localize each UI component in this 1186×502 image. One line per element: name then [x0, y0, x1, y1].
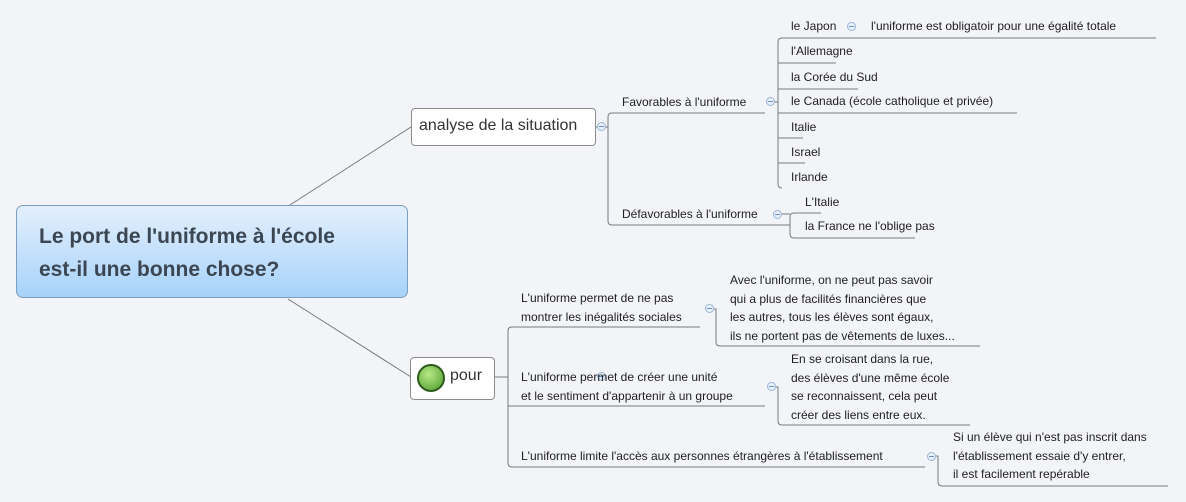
topic-japon-note[interactable]: l'uniforme est obligatoir pour une égali…: [871, 19, 1117, 33]
detail-line: En se croisant dans la rue,: [791, 352, 934, 366]
topic-country[interactable]: le Japon: [791, 19, 837, 33]
topic-analyse-label: analyse de la situation: [419, 117, 578, 134]
topic-country[interactable]: Israel: [791, 145, 821, 159]
topic-argument-detail[interactable]: Avec l'uniforme, on ne peut pas savoir q…: [730, 271, 955, 345]
detail-line: il est facilement repérable: [953, 467, 1090, 481]
collapse-icon[interactable]: [927, 452, 936, 461]
topic-country[interactable]: la France ne l'oblige pas: [805, 219, 935, 233]
topic-country[interactable]: la Corée du Sud: [791, 70, 878, 84]
topic-analyse[interactable]: analyse de la situation: [411, 108, 596, 146]
collapse-icon[interactable]: [597, 122, 606, 131]
topic-argument-detail[interactable]: En se croisant dans la rue, des élèves d…: [791, 350, 949, 424]
detail-line: se reconnaissent, cela peut: [791, 389, 938, 403]
topic-pour-label: pour: [450, 367, 483, 384]
detail-line: créer des liens entre eux.: [791, 407, 926, 422]
topic-argument-detail[interactable]: Si un élève qui n'est pas inscrit dans l…: [953, 428, 1147, 484]
topic-argument[interactable]: L'uniforme limite l'accès aux personnes …: [521, 447, 883, 466]
topic-defavorables[interactable]: Défavorables à l'uniforme: [622, 207, 758, 221]
collapse-icon[interactable]: [705, 304, 714, 313]
collapse-icon[interactable]: [766, 97, 775, 106]
smiley-icon: [417, 364, 445, 392]
detail-line: Si un élève qui n'est pas inscrit dans: [953, 430, 1147, 444]
collapse-icon[interactable]: [847, 22, 856, 31]
detail-line: ils ne portent pas de vêtements de luxes…: [730, 328, 955, 343]
collapse-icon[interactable]: [767, 382, 776, 391]
detail-line: l'établissement essaie d'y entrer,: [953, 448, 1126, 463]
central-topic[interactable]: Le port de l'uniforme à l'école est-il u…: [16, 205, 408, 298]
topic-pour[interactable]: pour: [410, 357, 495, 400]
detail-line: des élèves d'une même école: [791, 370, 950, 385]
central-topic-title: Le port de l'uniforme à l'école est-il u…: [39, 220, 335, 286]
detail-line: les autres, tous les élèves sont égaux,: [730, 310, 934, 324]
argument-line: L'uniforme limite l'accès aux personnes …: [521, 449, 883, 463]
topic-argument[interactable]: L'uniforme permet de ne pas montrer les …: [521, 289, 682, 326]
topic-country[interactable]: l'Allemagne: [791, 44, 853, 58]
collapse-icon[interactable]: [597, 372, 606, 381]
argument-line: montrer les inégalités sociales: [521, 309, 682, 324]
argument-line: et le sentiment d'appartenir à un groupe: [521, 388, 733, 403]
argument-line: L'uniforme permet de ne pas: [521, 291, 674, 305]
title-line-1: Le port de l'uniforme à l'école: [39, 225, 335, 248]
topic-favorables[interactable]: Favorables à l'uniforme: [622, 95, 747, 109]
detail-line: qui a plus de facilités financières que: [730, 291, 927, 306]
argument-line: L'uniforme permet de créer une unité: [521, 370, 718, 384]
topic-country[interactable]: Irlande: [791, 170, 828, 184]
topic-country[interactable]: Italie: [791, 120, 817, 134]
topic-country[interactable]: le Canada (école catholique et privée): [791, 94, 994, 108]
topic-country[interactable]: L'Italie: [805, 195, 840, 209]
topic-argument[interactable]: L'uniforme permet de créer une unité et …: [521, 368, 733, 405]
title-line-2: est-il une bonne chose?: [39, 258, 280, 281]
detail-line: Avec l'uniforme, on ne peut pas savoir: [730, 273, 933, 287]
collapse-icon[interactable]: [773, 210, 782, 219]
